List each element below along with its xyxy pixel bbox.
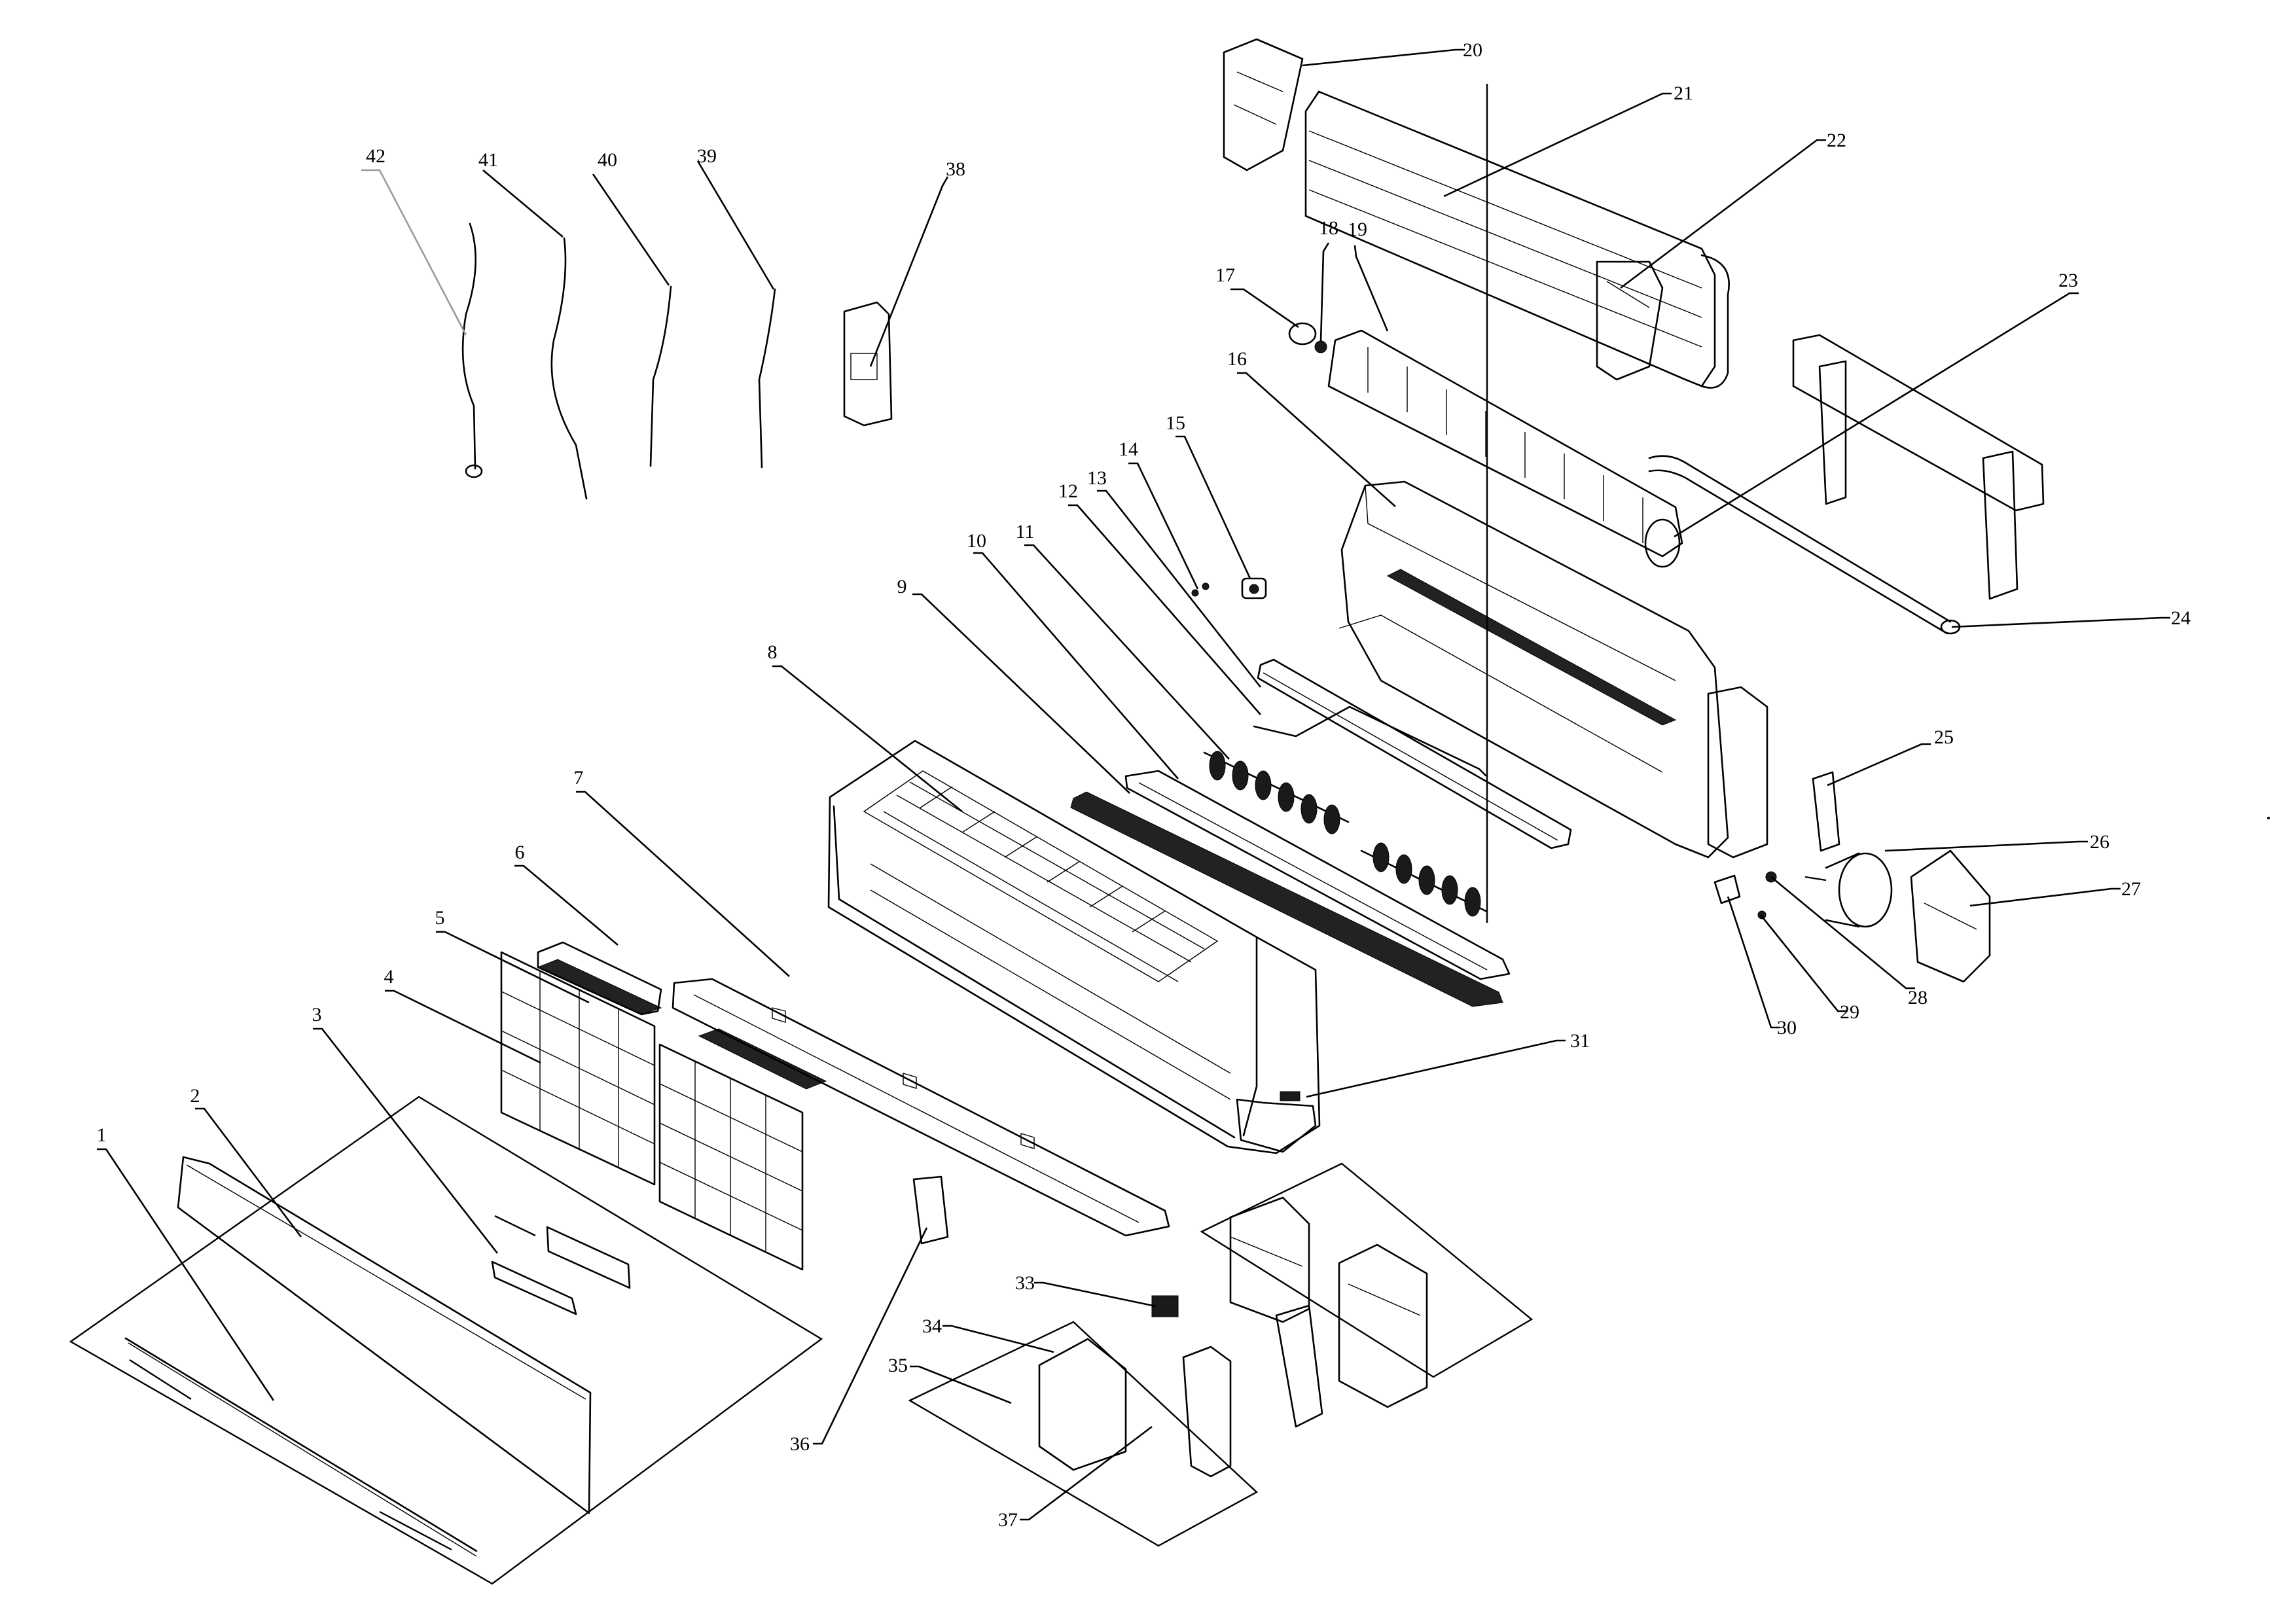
callout-37: 37 xyxy=(998,1509,1018,1531)
callout-40: 40 xyxy=(598,149,617,171)
part-electric-plate xyxy=(1275,1304,1323,1428)
part-remote-controller xyxy=(843,301,893,427)
leader-lines xyxy=(97,48,2170,1521)
part-mesh-filter-b xyxy=(698,1028,827,1090)
part-swing-louver xyxy=(1070,791,1503,1007)
callout-22: 22 xyxy=(1827,130,1846,151)
callout-12: 12 xyxy=(1058,480,1078,502)
callout-25: 25 xyxy=(1934,726,1954,748)
part-bracket xyxy=(1812,771,1840,852)
part-electric-box xyxy=(1229,1196,1310,1323)
assembly-outline-electrical xyxy=(1200,1162,1534,1378)
part-motor-cover xyxy=(1910,849,1991,983)
callout-18: 18 xyxy=(1319,217,1338,239)
part-crossflow-fan xyxy=(1327,329,1683,568)
callout-3: 3 xyxy=(312,1004,322,1026)
callout-16: 16 xyxy=(1227,348,1247,370)
callout-14: 14 xyxy=(1119,438,1138,460)
callout-7: 7 xyxy=(574,767,584,789)
part-evaporator xyxy=(1304,90,1730,389)
part-inner-body xyxy=(1338,480,1768,859)
part-small-plate xyxy=(912,1175,949,1245)
callout-20: 20 xyxy=(1463,39,1482,61)
part-small-components xyxy=(1713,871,1777,919)
callout-15: 15 xyxy=(1166,412,1185,434)
part-pipe-support xyxy=(1223,38,1304,171)
part-filter-right xyxy=(658,1043,804,1271)
callout-42: 42 xyxy=(366,145,386,167)
callout-10: 10 xyxy=(967,530,986,552)
callout-34: 34 xyxy=(922,1315,942,1337)
part-step-motor xyxy=(1241,577,1267,599)
callout-13: 13 xyxy=(1087,467,1107,489)
part-screws-small xyxy=(1191,582,1210,597)
callout-19: 19 xyxy=(1348,219,1367,240)
part-electric-cover xyxy=(1338,1243,1428,1408)
callout-24: 24 xyxy=(2171,607,2191,629)
callout-4: 4 xyxy=(384,966,394,988)
part-front-panel xyxy=(177,1156,592,1514)
part-pipe-assembly xyxy=(1596,260,1664,381)
callout-38: 38 xyxy=(946,158,965,180)
callout-26: 26 xyxy=(2090,831,2109,853)
part-horizontal-louver xyxy=(1124,770,1511,980)
callout-8: 8 xyxy=(768,641,778,663)
callout-6: 6 xyxy=(515,842,525,863)
callout-23: 23 xyxy=(2058,270,2078,291)
assembly-outline-front xyxy=(69,1096,823,1585)
part-drain-hose xyxy=(1648,455,1961,635)
callout-11: 11 xyxy=(1016,521,1035,543)
callout-33: 33 xyxy=(1015,1272,1035,1294)
part-fan-motor xyxy=(1804,852,1893,928)
part-main-chassis xyxy=(827,740,1321,1154)
callout-41: 41 xyxy=(478,149,498,171)
part-power-plug xyxy=(465,464,483,478)
callout-5: 5 xyxy=(435,907,445,929)
callout-31: 31 xyxy=(1570,1030,1590,1052)
part-bearing xyxy=(1288,322,1327,353)
callout-36: 36 xyxy=(790,1433,810,1455)
part-connecting-wire-41 xyxy=(550,237,588,500)
part-sensor-wire-39 xyxy=(758,288,776,469)
callout-17: 17 xyxy=(1215,264,1235,286)
part-side-cover xyxy=(1236,1091,1317,1153)
callout-35: 35 xyxy=(888,1355,908,1376)
callout-29: 29 xyxy=(1840,1001,1859,1023)
part-control-board xyxy=(1038,1338,1127,1471)
part-mesh-filter-a-outline xyxy=(537,941,662,1016)
part-power-cord xyxy=(461,223,476,470)
part-drain-rail xyxy=(1257,658,1572,849)
part-display-board xyxy=(491,1215,631,1315)
callout-28: 28 xyxy=(1908,987,1928,1008)
part-filter-left xyxy=(500,951,656,1186)
stray-dot xyxy=(2267,817,2270,819)
callout-30: 30 xyxy=(1777,1017,1797,1039)
part-board-cover xyxy=(1182,1346,1232,1478)
callout-21: 21 xyxy=(1674,82,1693,104)
callout-1: 1 xyxy=(97,1124,107,1146)
part-sensor-wire-40 xyxy=(649,285,672,467)
assembly-outline-controller xyxy=(908,1321,1259,1547)
part-panel-trim xyxy=(124,1337,478,1557)
part-vertical-louver-set xyxy=(1203,705,1487,917)
callout-9: 9 xyxy=(897,576,907,597)
callout-labels: 1 2 3 4 5 6 7 8 9 10 11 12 13 14 15 16 1… xyxy=(97,39,2191,1531)
part-front-cover xyxy=(672,978,1170,1237)
callout-39: 39 xyxy=(697,145,717,167)
part-mounting-plate xyxy=(1792,334,2045,600)
callout-2: 2 xyxy=(190,1085,200,1107)
callout-27: 27 xyxy=(2121,878,2141,900)
